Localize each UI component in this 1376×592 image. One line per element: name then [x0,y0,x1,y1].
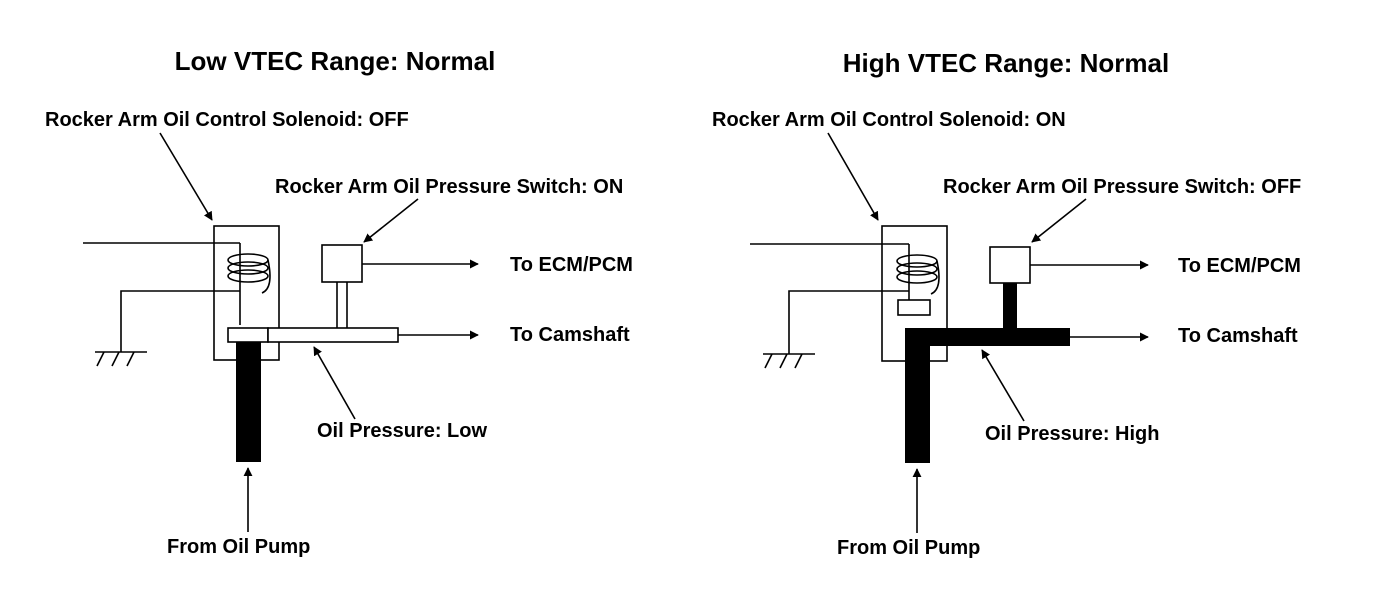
panel-title: Low VTEC Range: Normal [175,46,496,76]
switch-arrow [1031,198,1087,243]
pressure-label: Oil Pressure: High [985,423,1160,445]
ground-symbol [95,351,147,367]
switch-label: Rocker Arm Oil Pressure Switch: ON [275,176,623,198]
camshaft-passage-low [267,327,399,343]
solenoid-coil-icon [227,253,271,294]
solenoid-spool-valve [897,299,931,316]
panel-title: High VTEC Range: Normal [843,48,1169,78]
panel-low-vtec: Low VTEC Range: Normal Rocker Arm Oil Co… [45,46,633,558]
ground-wire [788,290,909,354]
ecm-label: To ECM/PCM [1178,255,1301,277]
solenoid-coil-icon [896,254,940,295]
oil-pressure-switch [989,246,1031,284]
pressure-arrow [313,346,356,420]
camshaft-label: To Camshaft [1178,325,1298,347]
solenoid-arrow [159,132,213,221]
pump-label: From Oil Pump [167,536,310,558]
ground-symbol [763,353,815,369]
camshaft-label: To Camshaft [510,324,630,346]
oil-pressure-switch [321,244,363,283]
solenoid-arrow [827,132,879,221]
pump-label: From Oil Pump [837,537,980,559]
switch-label: Rocker Arm Oil Pressure Switch: OFF [943,176,1301,198]
oil-passage-high [905,328,1070,463]
ground-wire [120,290,240,352]
solenoid-spool-valve [227,327,269,343]
ecm-label: To ECM/PCM [510,254,633,276]
switch-passage [1003,283,1017,329]
oil-pump-feed-pipe [236,342,261,462]
pressure-label: Oil Pressure: Low [317,420,487,442]
switch-arrow [363,198,419,243]
solenoid-label: Rocker Arm Oil Control Solenoid: OFF [45,109,409,131]
panel-high-vtec: High VTEC Range: Normal Rocker Arm Oil C… [712,48,1301,559]
solenoid-label: Rocker Arm Oil Control Solenoid: ON [712,109,1066,131]
pressure-arrow [981,349,1025,422]
